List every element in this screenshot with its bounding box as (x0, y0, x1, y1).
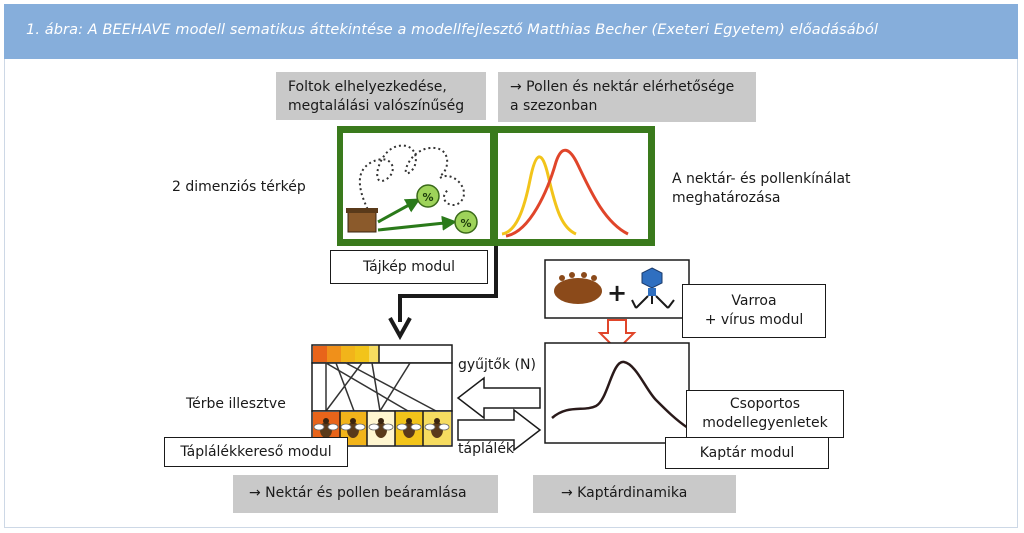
group-equations-line-1: Csoportos (729, 396, 801, 412)
supply-line-2: meghatározása (672, 190, 781, 206)
hive-dynamics-label: → Kaptárdinamika (561, 485, 688, 501)
food-label: táplálék (458, 441, 515, 457)
pollen-season-line-1: → Pollen és nektár elérhetősége (510, 79, 735, 95)
patch-circle-2 (454, 210, 478, 234)
forager-module-label: Táplálékkereső modul (180, 444, 332, 460)
spatially-label: Térbe illesztve (186, 396, 286, 412)
patches-line-1: Foltok elhelyezkedése, (288, 79, 447, 95)
patches-line-2: megtalálási valószínűség (288, 98, 465, 114)
foragers-label: gyűjtők (N) (458, 357, 536, 373)
supply-label: A nektár- és pollenkínálat meghatározása (672, 170, 851, 208)
forager-module-box: Táplálékkereső modul (164, 437, 348, 467)
hive-curve-box (544, 342, 690, 444)
food-arrow-right (457, 408, 542, 452)
figure-header: 1. ábra: A BEEHAVE modell sematikus átte… (4, 4, 1018, 59)
patch-percent-1: % (422, 191, 433, 204)
bee-icons (313, 418, 450, 438)
group-equations-line-2: modellegyenletek (702, 415, 828, 431)
landscape-module-label: Tájkép modul (362, 259, 456, 275)
figure-caption: 1. ábra: A BEEHAVE modell sematikus átte… (26, 22, 879, 38)
varroa-module-line-1: Varroa (731, 293, 777, 309)
plus-sign: + (607, 279, 627, 307)
colony-size-curve (551, 360, 689, 430)
foragers-arrow-left (456, 376, 541, 420)
landscape-to-forager-arrow (398, 246, 498, 322)
map-2d-label: 2 dimenziós térkép (172, 179, 306, 195)
forager-grid (311, 344, 453, 447)
hive-module-box: Kaptár modul (665, 437, 829, 469)
pollen-curve (501, 155, 577, 236)
supply-line-1: A nektár- és pollenkínálat (672, 171, 851, 187)
group-equations-box: Csoportos modellegyenletek (686, 390, 844, 438)
patch-circle-1 (416, 184, 440, 208)
varroa-module-line-2: + vírus modul (704, 312, 804, 328)
landscape-module-box: Tájkép modul (330, 250, 488, 284)
virus-icon (631, 267, 675, 309)
path-arrow-1 (377, 198, 421, 224)
hive-module-label: Kaptár modul (699, 445, 795, 461)
pollen-season-box: → Pollen és nektár elérhetősége a szezon… (498, 72, 756, 122)
varroa-mite-icon (554, 272, 602, 304)
nectar-inflow-box: → Nektár és pollen beáramlása (233, 475, 498, 513)
varroa-module-box: Varroa + vírus modul (682, 284, 826, 338)
pollen-season-line-2: a szezonban (510, 98, 598, 114)
hive-icon (347, 211, 377, 233)
curve-panel (498, 133, 648, 239)
hive-dynamics-box: → Kaptárdinamika (533, 475, 736, 513)
patches-box: Foltok elhelyezkedése, megtalálási valós… (276, 72, 486, 120)
nectar-inflow-label: → Nektár és pollen beáramlása (249, 485, 467, 501)
foraging-paths (358, 144, 465, 219)
path-arrow-2 (377, 215, 457, 232)
varroa-to-hive-arrow (597, 319, 637, 352)
patch-percent-2: % (460, 217, 471, 230)
nectar-curve (505, 148, 629, 238)
